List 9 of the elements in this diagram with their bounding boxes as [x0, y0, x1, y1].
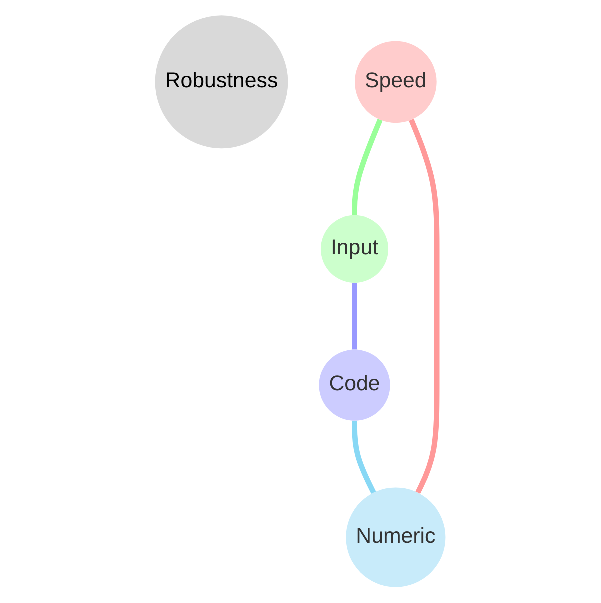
- node-circle: Input: [320, 215, 389, 283]
- connector: [352, 420, 376, 494]
- node-circle: Robustness: [155, 16, 288, 149]
- connector: [409, 118, 440, 494]
- node-circle: Code: [319, 350, 390, 421]
- connector: [352, 118, 383, 216]
- node-circle: Speed: [355, 41, 437, 124]
- connector: [352, 282, 358, 350]
- node-circle: Numeric: [346, 488, 446, 588]
